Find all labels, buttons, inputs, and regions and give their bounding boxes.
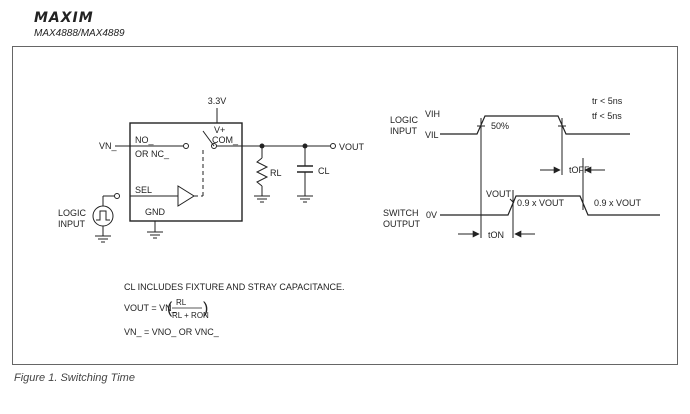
logic-input-label-2: INPUT xyxy=(58,219,86,229)
output-terminal xyxy=(330,143,336,149)
eq1-paren-right: ) xyxy=(203,300,208,317)
pin-sel-label: SEL xyxy=(135,185,152,195)
logic-label-1: LOGIC xyxy=(390,115,419,125)
tr-label: tr < 5ns xyxy=(592,96,623,106)
ninety-left-label: 0.9 x VOUT xyxy=(517,198,565,208)
ic-ground xyxy=(147,231,163,239)
schematic-labels: 3.3V V+ NO_ OR NC_ COM_ SEL GND VN_ VOUT… xyxy=(58,96,365,229)
rl-zigzag xyxy=(255,157,269,187)
cl-note: CL INCLUDES FIXTURE AND STRAY CAPACITANC… xyxy=(124,282,345,292)
v-plus-label: V+ xyxy=(214,125,225,135)
switch-output-waveform xyxy=(440,195,660,216)
pin-or-nc-label: OR NC_ xyxy=(135,149,170,159)
ic-box xyxy=(129,122,243,222)
rl-label: RL xyxy=(270,168,282,178)
pin-no-label: NO_ xyxy=(135,135,155,145)
rl-ground xyxy=(254,195,270,203)
switch-contact-left xyxy=(183,143,189,149)
notes: CL INCLUDES FIXTURE AND STRAY CAPACITANC… xyxy=(124,282,345,337)
output-node-label: VOUT xyxy=(339,142,365,152)
logic-label-2: INPUT xyxy=(390,126,418,136)
eq1-denominator: RL + RON xyxy=(172,311,209,320)
input-node-label: VN_ xyxy=(99,141,118,151)
logic-input-label-1: LOGIC xyxy=(58,208,87,218)
tf-label: tf < 5ns xyxy=(592,111,622,121)
part-number: MAX4888/MAX4889 xyxy=(34,28,125,39)
figure-frame xyxy=(12,46,678,365)
vih-label: VIH xyxy=(425,109,440,119)
timing-diagram xyxy=(440,115,660,238)
sel-terminal xyxy=(114,193,120,199)
supply-label: 3.3V xyxy=(208,96,227,106)
vout-label: VOUT xyxy=(486,189,512,199)
zero-v-label: 0V xyxy=(426,210,437,220)
cl-ground xyxy=(297,195,313,203)
buffer-triangle xyxy=(177,185,195,207)
pulse-glyph xyxy=(96,210,110,221)
maxim-logo: MAXIM xyxy=(34,10,94,26)
fifty-percent-label: 50% xyxy=(491,121,509,131)
pin-com-label: COM_ xyxy=(212,135,239,145)
eq1-paren-left: ( xyxy=(167,300,173,317)
ton-label: tON xyxy=(488,230,504,240)
eq2: VN_ = VNO_ OR VNC_ xyxy=(124,327,220,337)
figure-caption: Figure 1. Switching Time xyxy=(14,372,135,384)
logic-input-waveform xyxy=(440,115,630,135)
switch-label-1: SWITCH xyxy=(383,208,419,218)
pulse-source xyxy=(92,205,114,227)
timing-labels: LOGIC INPUT VIH VIL tr < 5ns tf < 5ns 50… xyxy=(383,96,642,240)
ninety-right-label: 0.9 x VOUT xyxy=(594,198,642,208)
switch-blade xyxy=(202,130,215,147)
cl-label: CL xyxy=(318,166,330,176)
schematic xyxy=(92,108,336,243)
source-ground xyxy=(95,235,111,243)
toff-label: tOFF xyxy=(569,165,590,175)
vout-pointer xyxy=(509,198,515,204)
pin-gnd-label: GND xyxy=(145,207,166,217)
eq1-numerator: RL xyxy=(176,298,187,307)
switch-label-2: OUTPUT xyxy=(383,219,421,229)
eq1-lhs: VOUT = VN_ xyxy=(124,303,178,313)
vil-label: VIL xyxy=(425,130,439,140)
